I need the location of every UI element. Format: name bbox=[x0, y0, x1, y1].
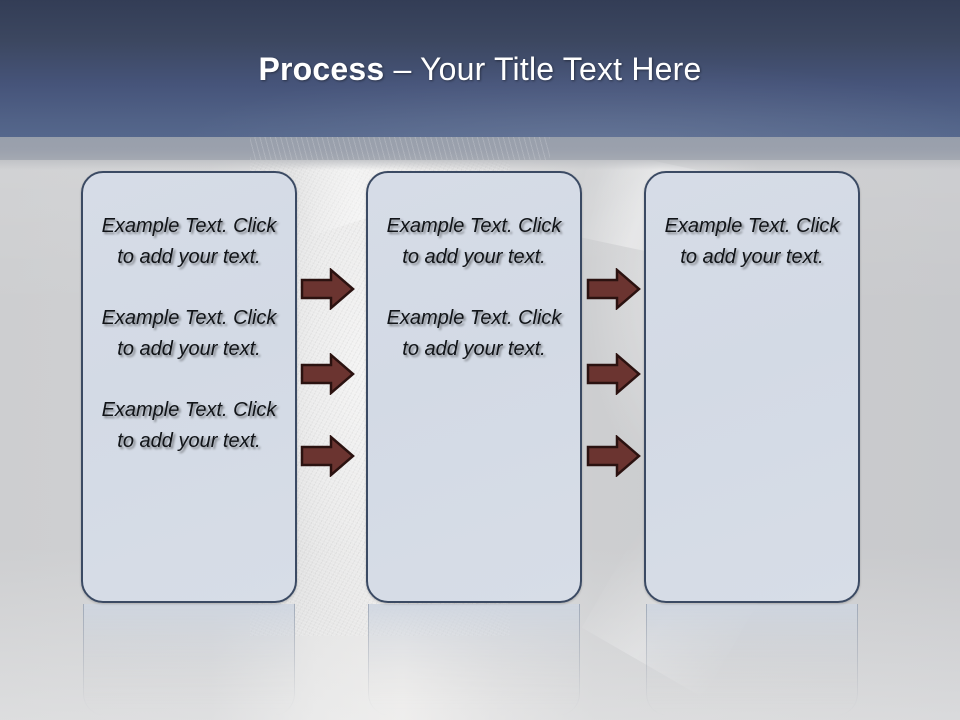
divider-band-shadow bbox=[0, 160, 960, 170]
divider-band-texture bbox=[250, 137, 550, 160]
title-bar-sheen bbox=[0, 0, 960, 137]
reflection-box-1 bbox=[83, 604, 295, 716]
process-box-1-paragraph-3: Example Text. Click to add your text. bbox=[101, 399, 277, 452]
reflection-box-3 bbox=[646, 604, 858, 716]
page-title-bold: Process bbox=[258, 51, 385, 87]
process-box-2[interactable]: Example Text. Click to add your text. Ex… bbox=[366, 171, 582, 603]
process-box-1-paragraph-1: Example Text. Click to add your text. bbox=[101, 215, 277, 268]
process-box-1[interactable]: Example Text. Click to add your text. Ex… bbox=[81, 171, 297, 603]
process-box-3-content: Example Text. Click to add your text. bbox=[646, 173, 858, 273]
process-box-3[interactable]: Example Text. Click to add your text. bbox=[644, 171, 860, 603]
divider-band bbox=[0, 137, 960, 160]
right-arrow-icon-2b[interactable] bbox=[586, 353, 641, 395]
process-box-2-content: Example Text. Click to add your text. Ex… bbox=[368, 173, 580, 365]
right-arrow-icon-1b[interactable] bbox=[300, 353, 355, 395]
title-bar bbox=[0, 0, 960, 137]
page-title-rest: – Your Title Text Here bbox=[384, 51, 702, 87]
process-box-3-paragraph-1: Example Text. Click to add your text. bbox=[664, 215, 840, 268]
process-box-1-paragraph-2: Example Text. Click to add your text. bbox=[101, 307, 277, 360]
right-arrow-icon-1c[interactable] bbox=[300, 435, 355, 477]
process-box-2-paragraph-1: Example Text. Click to add your text. bbox=[386, 215, 562, 268]
process-box-2-paragraph-2: Example Text. Click to add your text. bbox=[386, 307, 562, 360]
right-arrow-icon-2c[interactable] bbox=[586, 435, 641, 477]
right-arrow-icon-2a[interactable] bbox=[586, 268, 641, 310]
reflection-box-2 bbox=[368, 604, 580, 716]
process-box-1-content: Example Text. Click to add your text. Ex… bbox=[83, 173, 295, 457]
page-title: Process – Your Title Text Here bbox=[0, 50, 960, 88]
right-arrow-icon-1a[interactable] bbox=[300, 268, 355, 310]
